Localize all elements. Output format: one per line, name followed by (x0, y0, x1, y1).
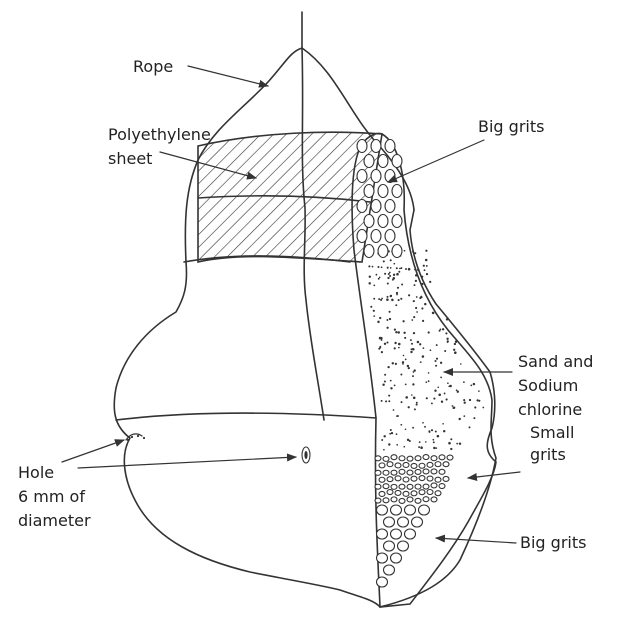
label-big-grits-top: Big grits (478, 117, 544, 136)
label-sand-line2: Sodium (518, 376, 578, 395)
big-grits-bottom-layer (377, 505, 430, 587)
cutaway-section (352, 133, 496, 607)
label-sand-line1: Sand and (518, 352, 593, 371)
cut-line (116, 413, 376, 420)
label-small-grits-line1: Small (530, 423, 574, 442)
label-hole-line1: Hole (18, 463, 54, 482)
arrow-rope (188, 66, 268, 86)
polyethylene-sheet (198, 132, 382, 262)
holes (126, 434, 310, 463)
sand-dots (368, 249, 484, 451)
bottle-outline (114, 12, 380, 607)
label-rope: Rope (133, 57, 173, 76)
label-hole-line2: 6 mm of (18, 487, 85, 506)
label-small-grits-line2: grits (530, 445, 566, 464)
label-polyethylene-line2: sheet (108, 149, 152, 168)
arrow-big-grits-bottom (436, 538, 516, 543)
bottle (114, 12, 496, 607)
label-sand-line3: chlorine (518, 400, 582, 419)
arrow-hole-side (62, 440, 124, 462)
label-polyethylene-line1: Polyethylene (108, 125, 211, 144)
arrow-hole-front (78, 457, 296, 468)
small-grits-layer (375, 455, 453, 504)
label-big-grits-bottom: Big grits (520, 533, 586, 552)
label-hole-line3: diameter (18, 511, 91, 530)
